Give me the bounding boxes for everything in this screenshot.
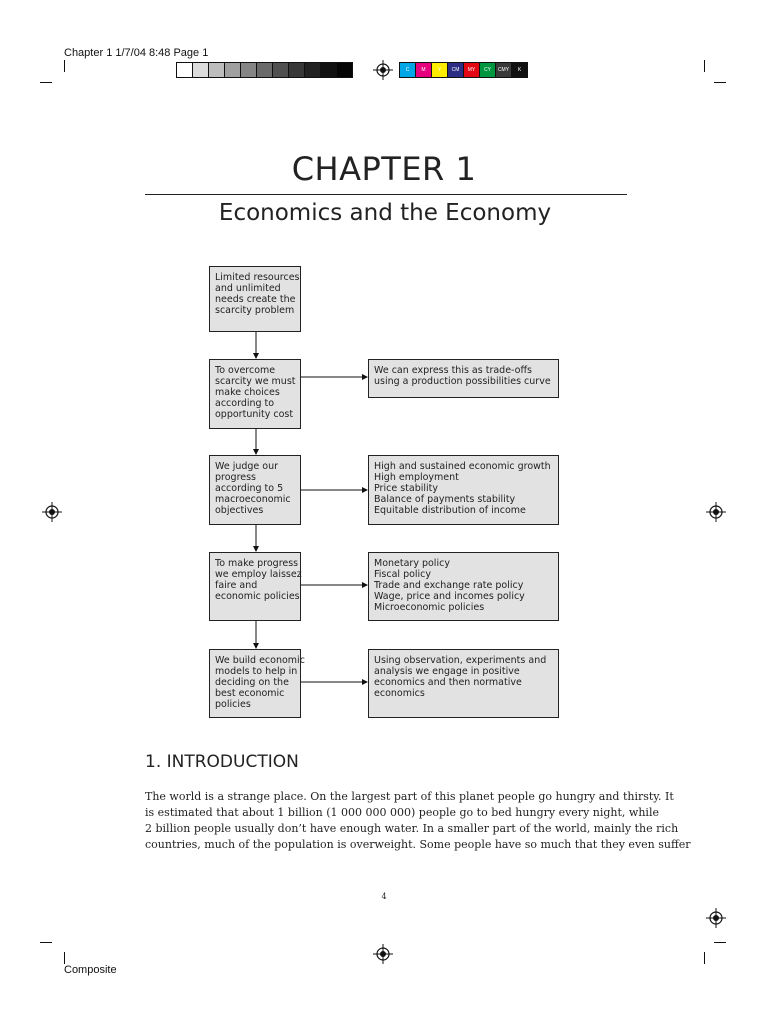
title-rule xyxy=(145,194,627,195)
grayscale-bar xyxy=(176,62,353,78)
crop-mark xyxy=(64,952,65,964)
gray-swatch xyxy=(192,62,209,78)
flow-box-text: faire and xyxy=(215,580,258,591)
flow-box-text: scarcity problem xyxy=(215,305,295,316)
paragraph-line: countries, much of the population is ove… xyxy=(145,838,691,851)
flow-box-text: opportunity cost xyxy=(215,409,294,420)
flow-box-text: models to help in xyxy=(215,666,298,677)
slug-footer: Composite xyxy=(64,964,117,976)
flow-box-policy-list: Monetary policy Fiscal policy Trade and … xyxy=(368,552,559,621)
registration-mark-icon xyxy=(373,60,393,80)
page-number: 4 xyxy=(381,892,387,901)
gray-swatch xyxy=(320,62,337,78)
chapter-title: CHAPTER 1 xyxy=(291,150,477,188)
flow-box-text: To make progress xyxy=(215,558,299,569)
flow-box-text: Fiscal policy xyxy=(374,569,432,580)
section-heading: 1. INTRODUCTION xyxy=(145,752,299,772)
crop-mark xyxy=(714,82,726,83)
flow-box-text: scarcity we must xyxy=(215,376,296,387)
slug-header: Chapter 1 1/7/04 8:48 Page 1 xyxy=(64,47,209,59)
registration-mark-icon xyxy=(706,502,726,522)
crop-mark xyxy=(704,60,705,72)
flow-box-text: Wage, price and incomes policy xyxy=(374,591,525,602)
flow-box-methods: Using observation, experiments and analy… xyxy=(368,649,559,718)
flow-box-text: We can express this as trade-offs xyxy=(374,365,532,376)
body-paragraph: The world is a strange place. On the lar… xyxy=(145,789,691,853)
crop-mark xyxy=(40,942,52,943)
flow-box-text: according to xyxy=(215,398,275,409)
color-swatch: CMY xyxy=(495,62,512,78)
color-swatch: M xyxy=(415,62,432,78)
gray-swatch xyxy=(224,62,241,78)
flow-box-text: We build economic xyxy=(215,655,305,666)
color-swatch: Y xyxy=(431,62,448,78)
flow-box-text: Monetary policy xyxy=(374,558,450,569)
flow-box-text: Trade and exchange rate policy xyxy=(374,580,524,591)
flow-box-tradeoffs: We can express this as trade-offs using … xyxy=(368,359,559,398)
flow-box-text: High employment xyxy=(374,472,459,483)
color-swatch: CM xyxy=(447,62,464,78)
flow-box-text: Balance of payments stability xyxy=(374,494,516,505)
gray-swatch xyxy=(272,62,289,78)
flow-box-text: macroeconomic xyxy=(215,494,291,505)
flow-box-text: needs create the xyxy=(215,294,296,305)
flow-box-text: Limited resources xyxy=(215,272,300,283)
flow-box-text: High and sustained economic growth xyxy=(374,461,551,472)
crop-mark xyxy=(714,942,726,943)
flow-box-text: economics and then normative xyxy=(374,677,522,688)
flow-box-text: To overcome xyxy=(215,365,276,376)
gray-swatch xyxy=(256,62,273,78)
flow-box-text: economics xyxy=(374,688,425,699)
chapter-subtitle: Economics and the Economy xyxy=(218,200,552,226)
gray-swatch xyxy=(240,62,257,78)
gray-swatch xyxy=(336,62,353,78)
gray-swatch xyxy=(176,62,193,78)
flow-box-text: Using observation, experiments and xyxy=(374,655,547,666)
flow-box-text: best economic xyxy=(215,688,285,699)
registration-mark-icon xyxy=(373,944,393,964)
flow-box-text: make choices xyxy=(215,387,280,398)
registration-mark-icon xyxy=(706,908,726,928)
paragraph-line: The world is a strange place. On the lar… xyxy=(145,790,674,803)
gray-swatch xyxy=(288,62,305,78)
crop-mark xyxy=(64,60,65,72)
flow-box-text: Price stability xyxy=(374,483,438,494)
flow-box-text: progress xyxy=(215,472,257,483)
flow-box-text: analysis we engage in positive xyxy=(374,666,520,677)
flow-box-text: economic policies xyxy=(215,591,300,602)
registration-mark-icon xyxy=(42,502,62,522)
gray-swatch xyxy=(208,62,225,78)
flow-box-scarcity: Limited resources and unlimited needs cr… xyxy=(209,266,301,332)
crop-mark xyxy=(40,82,52,83)
flow-box-text: we employ laissez xyxy=(215,569,302,580)
crop-mark xyxy=(704,952,705,964)
flow-box-text: We judge our xyxy=(215,461,279,472)
flow-box-objective-list: High and sustained economic growth High … xyxy=(368,455,559,525)
paragraph-line: 2 billion people usually don’t have enou… xyxy=(145,822,679,835)
color-swatch: K xyxy=(511,62,528,78)
flow-box-text: objectives xyxy=(215,505,264,516)
flow-box-text: Equitable distribution of income xyxy=(374,505,526,516)
color-swatch: CY xyxy=(479,62,496,78)
color-swatch: MY xyxy=(463,62,480,78)
flow-box-objectives: We judge our progress according to 5 mac… xyxy=(209,455,301,525)
flow-box-choices: To overcome scarcity we must make choice… xyxy=(209,359,301,429)
flow-box-text: Microeconomic policies xyxy=(374,602,485,613)
flow-box-text: deciding on the xyxy=(215,677,289,688)
flow-box-text: using a production possibilities curve xyxy=(374,376,551,387)
paragraph-line: is estimated that about 1 billion (1 000… xyxy=(145,806,659,819)
flow-box-text: policies xyxy=(215,699,251,710)
flow-box-text: and unlimited xyxy=(215,283,281,294)
gray-swatch xyxy=(304,62,321,78)
flow-box-policies: To make progress we employ laissez faire… xyxy=(209,552,302,621)
color-swatch: C xyxy=(399,62,416,78)
flow-box-models: We build economic models to help in deci… xyxy=(209,649,305,718)
flow-box-text: according to 5 xyxy=(215,483,284,494)
